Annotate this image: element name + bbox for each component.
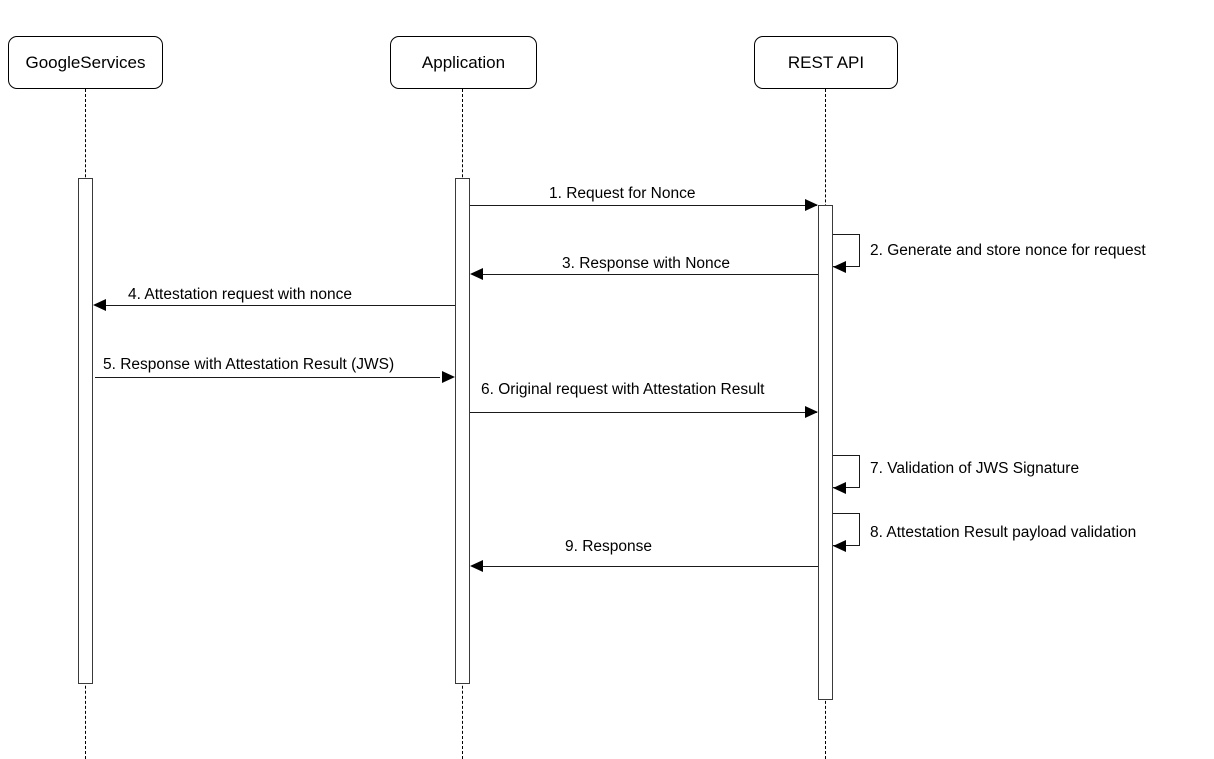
message-label-1: 1. Request for Nonce <box>549 185 696 202</box>
activation-bar-application <box>455 178 470 684</box>
message-arrowhead-6 <box>805 406 818 418</box>
message-line-9 <box>472 566 818 567</box>
participant-label-restapi: REST API <box>787 53 865 72</box>
message-arrowhead-2 <box>833 261 846 273</box>
message-arrowhead-4 <box>93 299 106 311</box>
message-label-4: 4. Attestation request with nonce <box>128 286 353 303</box>
participant-restapi[interactable]: REST API <box>754 36 898 89</box>
message-line-3 <box>472 274 818 275</box>
message-arrowhead-9 <box>470 560 483 572</box>
participant-label-googleservices: GoogleServices <box>25 53 146 72</box>
message-label-8: 8. Attestation Result payload validation <box>870 524 1137 541</box>
message-label-7: 7. Validation of JWS Signature <box>870 460 1080 477</box>
participant-label-application: Application <box>421 53 506 72</box>
message-arrowhead-8 <box>833 540 846 552</box>
message-arrowhead-1 <box>805 199 818 211</box>
participant-googleservices[interactable]: GoogleServices <box>8 36 163 89</box>
message-line-6 <box>470 412 817 413</box>
message-selfloop-7 <box>833 455 860 488</box>
message-label-6: 6. Original request with Attestation Res… <box>481 381 765 398</box>
message-selfloop-2 <box>833 234 860 267</box>
message-label-5: 5. Response with Attestation Result (JWS… <box>103 356 395 373</box>
message-arrowhead-7 <box>833 482 846 494</box>
message-line-5 <box>95 377 440 378</box>
activation-bar-googleservices <box>78 178 93 684</box>
message-line-4 <box>95 305 455 306</box>
message-arrowhead-3 <box>470 268 483 280</box>
message-label-9: 9. Response <box>565 538 653 555</box>
message-label-2: 2. Generate and store nonce for request <box>870 242 1146 259</box>
activation-bar-restapi <box>818 205 833 700</box>
participant-application[interactable]: Application <box>390 36 537 89</box>
message-arrowhead-5 <box>442 371 455 383</box>
message-label-3: 3. Response with Nonce <box>562 255 731 272</box>
message-line-1 <box>470 205 817 206</box>
message-selfloop-8 <box>833 513 860 546</box>
